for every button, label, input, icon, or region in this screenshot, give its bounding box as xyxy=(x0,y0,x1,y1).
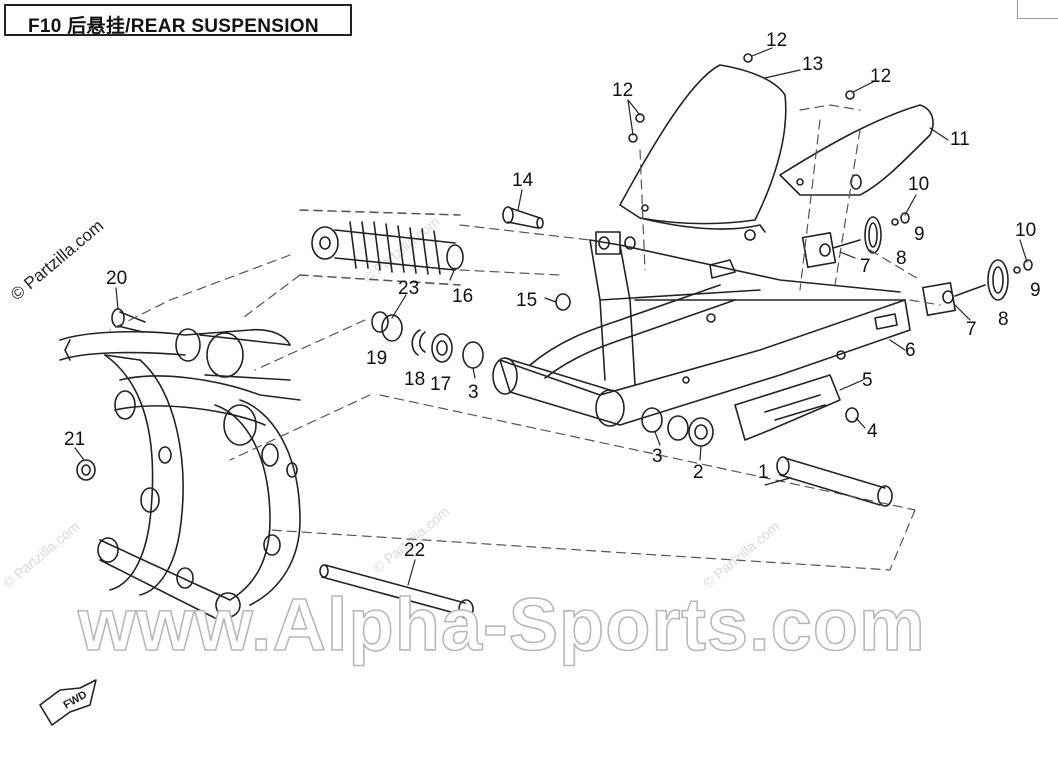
callout-18: 18 xyxy=(404,369,425,390)
callout-12: 12 xyxy=(870,66,891,87)
callout-12: 12 xyxy=(612,80,633,101)
callout-8: 8 xyxy=(896,248,907,269)
callout-19: 19 xyxy=(366,348,387,369)
callout-22: 22 xyxy=(404,540,425,561)
callout-10: 10 xyxy=(908,174,929,195)
callout-5: 5 xyxy=(862,370,873,391)
rear-fender xyxy=(619,64,787,241)
chain-adjuster-right xyxy=(801,212,910,269)
callout-17: 17 xyxy=(430,374,451,395)
callout-numbers: 1 2 3 3 4 5 6 7 7 8 8 9 9 10 10 11 12 12… xyxy=(64,30,1041,561)
diagram-title-box: F10 后悬挂/REAR SUSPENSION xyxy=(4,4,352,37)
chain-adjuster-left xyxy=(921,259,1033,317)
diagram-title: F10 后悬挂/REAR SUSPENSION xyxy=(28,16,319,37)
pivot-shaft xyxy=(776,456,893,507)
callout-4: 4 xyxy=(867,421,878,442)
callout-8: 8 xyxy=(998,309,1009,330)
bolt-14 xyxy=(502,206,544,229)
callout-7: 7 xyxy=(860,256,871,277)
callout-1: 1 xyxy=(758,462,769,483)
callout-3: 3 xyxy=(652,446,663,467)
callout-11: 11 xyxy=(950,129,970,150)
callout-7: 7 xyxy=(966,319,977,340)
callout-15: 15 xyxy=(516,290,537,311)
chain-guard xyxy=(779,104,934,196)
callout-23: 23 xyxy=(398,278,419,299)
callout-13: 13 xyxy=(802,54,823,75)
callout-3: 3 xyxy=(468,382,479,403)
callout-16: 16 xyxy=(452,286,473,307)
frame-corner xyxy=(1017,0,1058,19)
callout-20: 20 xyxy=(106,268,127,289)
callout-2: 2 xyxy=(693,462,704,483)
callout-10: 10 xyxy=(1015,220,1036,241)
fwd-arrow-icon xyxy=(39,679,97,726)
rear-shock-absorber xyxy=(299,209,464,286)
callout-21: 21 xyxy=(64,429,85,450)
callout-9: 9 xyxy=(1030,280,1041,301)
callout-12: 12 xyxy=(766,30,787,51)
shaft-22 xyxy=(319,564,474,619)
callout-9: 9 xyxy=(914,224,925,245)
swingarm xyxy=(492,231,911,427)
chain-slider xyxy=(734,374,841,441)
assembly-guide-lines xyxy=(109,104,941,571)
fwd-label: FWD xyxy=(62,689,90,712)
frame-assembly xyxy=(59,328,301,619)
small-fasteners xyxy=(76,53,859,481)
alpha-sports-watermark: www.Alpha-Sports.com xyxy=(77,582,926,667)
callout-14: 14 xyxy=(512,170,534,191)
callout-6: 6 xyxy=(905,340,916,361)
leader-lines xyxy=(74,47,1028,586)
